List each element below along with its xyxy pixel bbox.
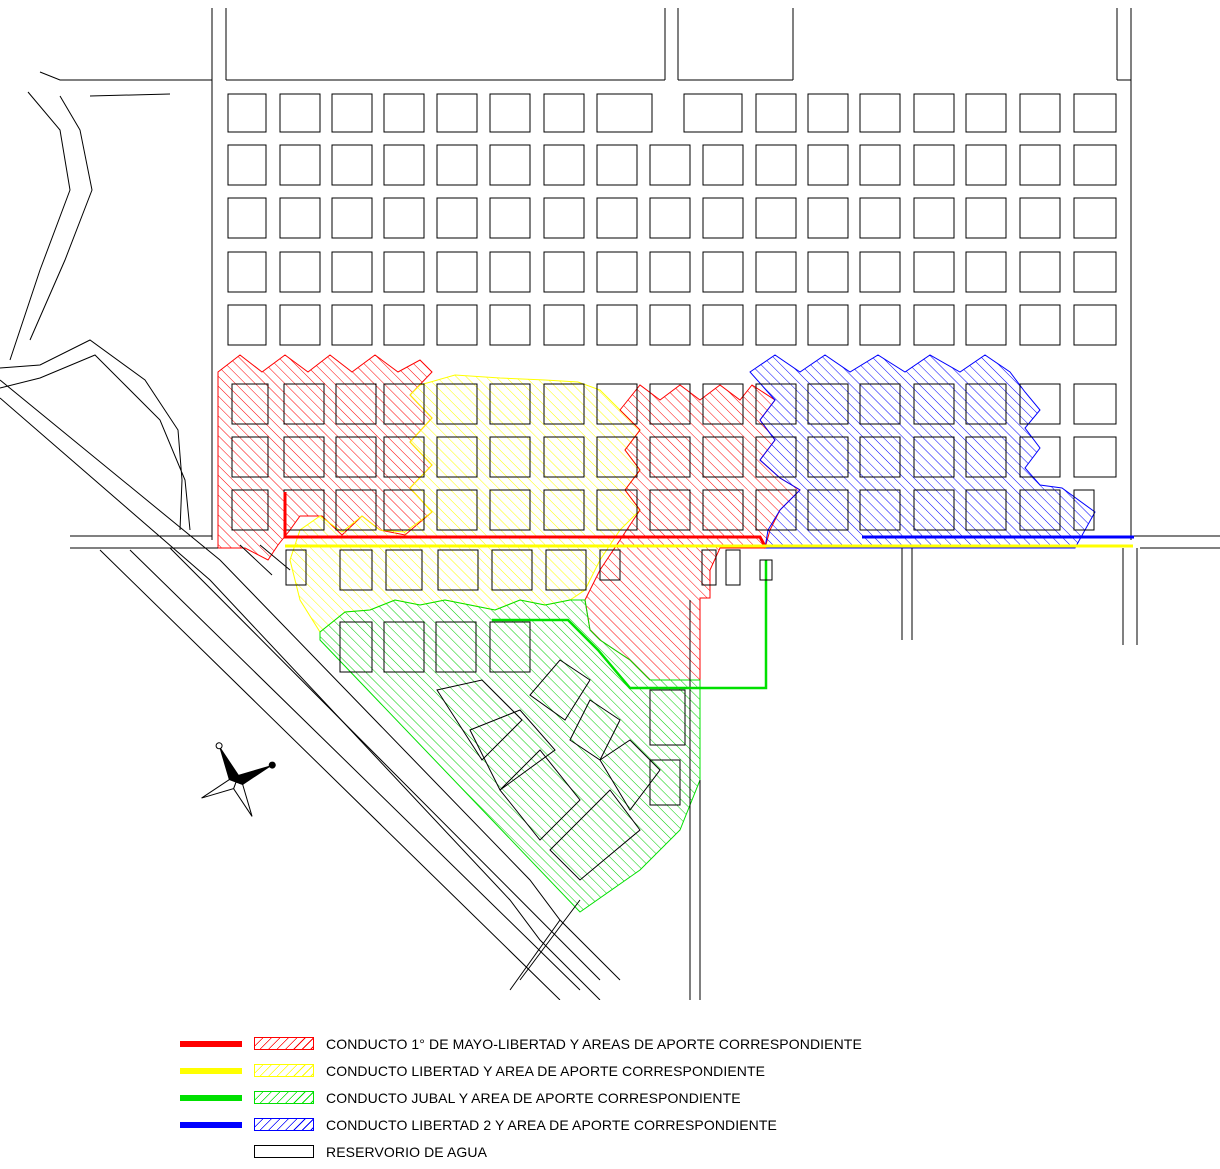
legend-line-swatch [180,1121,242,1128]
legend: CONDUCTO 1° DE MAYO-LIBERTAD Y AREAS DE … [180,1030,1080,1165]
legend-label: CONDUCTO JUBAL Y AREA DE APORTE CORRESPO… [326,1089,741,1106]
legend-hatch-swatch [254,1064,314,1077]
legend-hatch-swatch [254,1037,314,1050]
area-red-east [584,384,801,681]
water-reservoir [759,559,773,581]
legend-line-swatch [180,1067,242,1074]
legend-hatch-swatch [254,1118,314,1131]
compass-rose-icon [201,742,276,817]
legend-hatch-swatch [254,1091,314,1104]
legend-item-reservoir: RESERVORIO DE AGUA [180,1138,1080,1165]
legend-label: RESERVORIO DE AGUA [326,1143,488,1160]
conduct-green-line [492,560,768,690]
legend-label: CONDUCTO 1° DE MAYO-LIBERTAD Y AREAS DE … [326,1035,862,1052]
conduct-red-line [283,492,768,549]
legend-item-red: CONDUCTO 1° DE MAYO-LIBERTAD Y AREAS DE … [180,1030,1080,1057]
legend-item-green: CONDUCTO JUBAL Y AREA DE APORTE CORRESPO… [180,1084,1080,1111]
legend-line-swatch [180,1094,242,1101]
legend-line-swatch [180,1040,242,1047]
city-blocks [227,93,1117,881]
legend-item-blue: CONDUCTO LIBERTAD 2 Y AREA DE APORTE COR… [180,1111,1080,1138]
streets [0,8,1220,1000]
reservoir-swatch [254,1145,314,1158]
legend-item-yellow: CONDUCTO LIBERTAD Y AREA DE APORTE CORRE… [180,1057,1080,1084]
area-green [319,599,701,913]
legend-label: CONDUCTO LIBERTAD Y AREA DE APORTE CORRE… [326,1062,766,1079]
legend-label: CONDUCTO LIBERTAD 2 Y AREA DE APORTE COR… [326,1116,777,1133]
area-blue [749,354,1096,549]
drainage-map [0,8,1220,1000]
